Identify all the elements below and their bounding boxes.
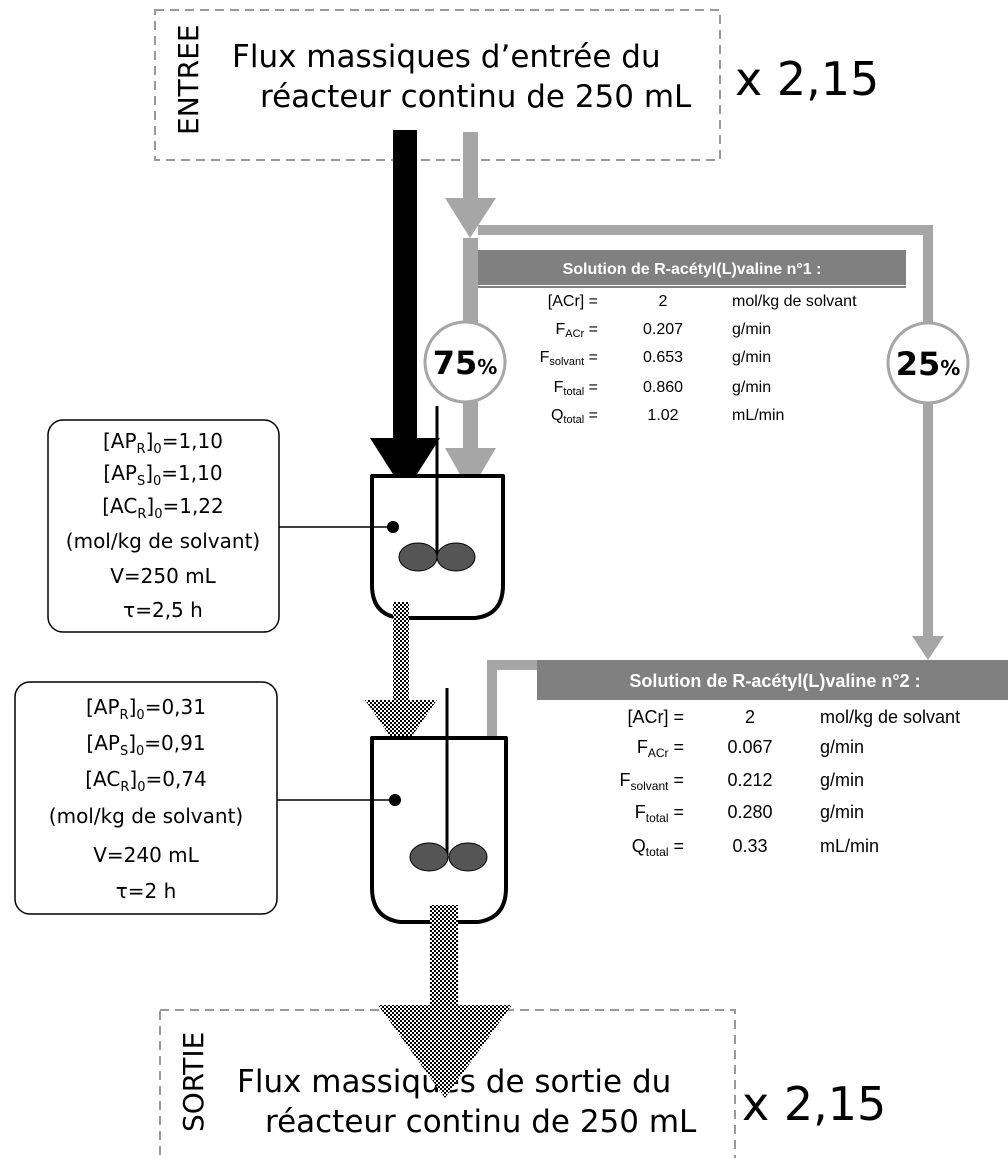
row-label: Fsolvant = [619,770,684,793]
impeller-right [436,542,476,572]
table-row: Qtotal = 0.33 mL/min [632,836,879,859]
sortie-box: SORTIE Flux massiques de sortie du réact… [159,1009,736,1158]
row-label: Qtotal = [551,407,598,426]
reactor2-units: (mol/kg de solvant) [49,804,243,828]
solution2-panel: Solution de R-acétyl(L)valine n°2 : [537,660,1008,700]
impeller-left [409,842,449,872]
entree-box: ENTREE Flux massiques d’entrée du réacte… [154,9,721,161]
reactor1-info-box: [APR]0=1,10 [APS]0=1,10 [ACR]0=1,22 (mol… [47,419,393,633]
solution2-table: [ACr] = 2 mol/kg de solvant FACr = 0.067… [619,707,960,859]
row-value: 0.212 [727,770,772,790]
table-row: Fsolvant = 0.212 g/min [619,770,864,793]
split-25-value: 25 [896,345,941,383]
row-unit: mL/min [732,407,784,424]
reactor2-ac-r: [ACR]0=0,74 [85,767,207,795]
table-row: FACr = 0.067 g/min [637,737,864,760]
reactor2-volume: V=240 mL [93,843,199,867]
reactor1-volume: V=250 mL [110,564,216,588]
row-value: 0.860 [643,379,683,396]
row-unit: mol/kg de solvant [732,293,857,310]
row-unit: g/min [732,321,771,338]
row-unit: g/min [732,379,771,396]
solution1-panel: Solution de R-acétyl(L)valine n°1 : [478,250,906,288]
table-row: [ACr] = 2 mol/kg de solvant [548,293,857,310]
solution1-table: [ACr] = 2 mol/kg de solvant FACr = 0.207… [540,293,858,426]
row-label: FACr = [637,737,684,760]
reactor1-ac-r: [ACR]0=1,22 [102,494,224,522]
row-value: 2 [659,293,668,310]
split-25-circle: 25% [886,321,970,405]
row-label: Qtotal = [632,836,684,859]
row-unit: g/min [820,802,864,822]
split-75-circle: 75% [423,320,507,404]
reactor1-units: (mol/kg de solvant) [66,529,260,553]
black-feed-stream [370,130,440,493]
row-label: Fsolvant = [540,349,598,368]
row-unit: g/min [820,770,864,790]
table-row: Ftotal = 0.860 g/min [554,379,772,398]
entree-side-label: ENTREE [172,24,205,135]
solution1-title: Solution de R-acétyl(L)valine n°1 : [563,261,822,278]
reactor-2 [370,688,508,924]
reactor1-ap-r: [APR]0=1,10 [103,429,223,457]
row-unit: mol/kg de solvant [820,707,960,727]
row-unit: g/min [732,349,771,366]
row-value: 2 [745,707,755,727]
row-value: 1.02 [647,407,678,424]
row-label: FACr = [555,321,598,340]
impeller-right [448,842,488,872]
svg-text:25%: 25% [896,345,961,383]
sortie-line2: réacteur continu de 250 mL [265,1104,697,1140]
split-75-value: 75 [433,344,478,382]
impeller-left [398,542,438,572]
table-row: Qtotal = 1.02 mL/min [551,407,785,426]
row-label: [ACr] = [548,293,598,310]
reactor1-ap-s: [APS]0=1,10 [103,461,222,489]
solution2-title: Solution de R-acétyl(L)valine n°2 : [629,671,920,691]
entree-line2: réacteur continu de 250 mL [260,79,692,115]
table-row: Fsolvant = 0.653 g/min [540,349,772,368]
dotted-stream-1 [365,602,437,752]
row-value: 0.207 [643,321,683,338]
reactor2-tau: τ=2 h [116,879,177,903]
row-value: 0.653 [643,349,683,366]
entree-line1: Flux massiques d’entrée du [232,39,661,75]
sortie-factor: x 2,15 [742,1077,886,1131]
row-label: Ftotal = [635,802,684,825]
row-unit: g/min [820,737,864,757]
svg-text:75%: 75% [433,344,498,382]
split-25-unit: % [940,356,960,380]
row-value: 0.33 [732,836,767,856]
row-label: Ftotal = [554,379,598,398]
reactor-1 [370,406,505,620]
reactor2-ap-r: [APR]0=0,31 [86,695,206,723]
table-row: Ftotal = 0.280 g/min [635,802,864,825]
row-unit: mL/min [820,836,879,856]
entree-factor: x 2,15 [735,52,879,106]
dotted-outlet-stream [378,905,512,1098]
row-value: 0.280 [727,802,772,822]
row-value: 0.067 [727,737,772,757]
split-75-unit: % [477,355,497,379]
row-label: [ACr] = [627,707,684,727]
table-row: [ACr] = 2 mol/kg de solvant [627,707,960,727]
table-row: FACr = 0.207 g/min [555,321,771,340]
reactor1-tau: τ=2,5 h [123,598,203,622]
gray-feed-stream [445,132,944,660]
sortie-side-label: SORTIE [177,1032,210,1132]
reactor2-ap-s: [APS]0=0,91 [86,731,205,759]
reactor2-info-box: [APR]0=0,31 [APS]0=0,91 [ACR]0=0,74 (mol… [14,681,395,915]
